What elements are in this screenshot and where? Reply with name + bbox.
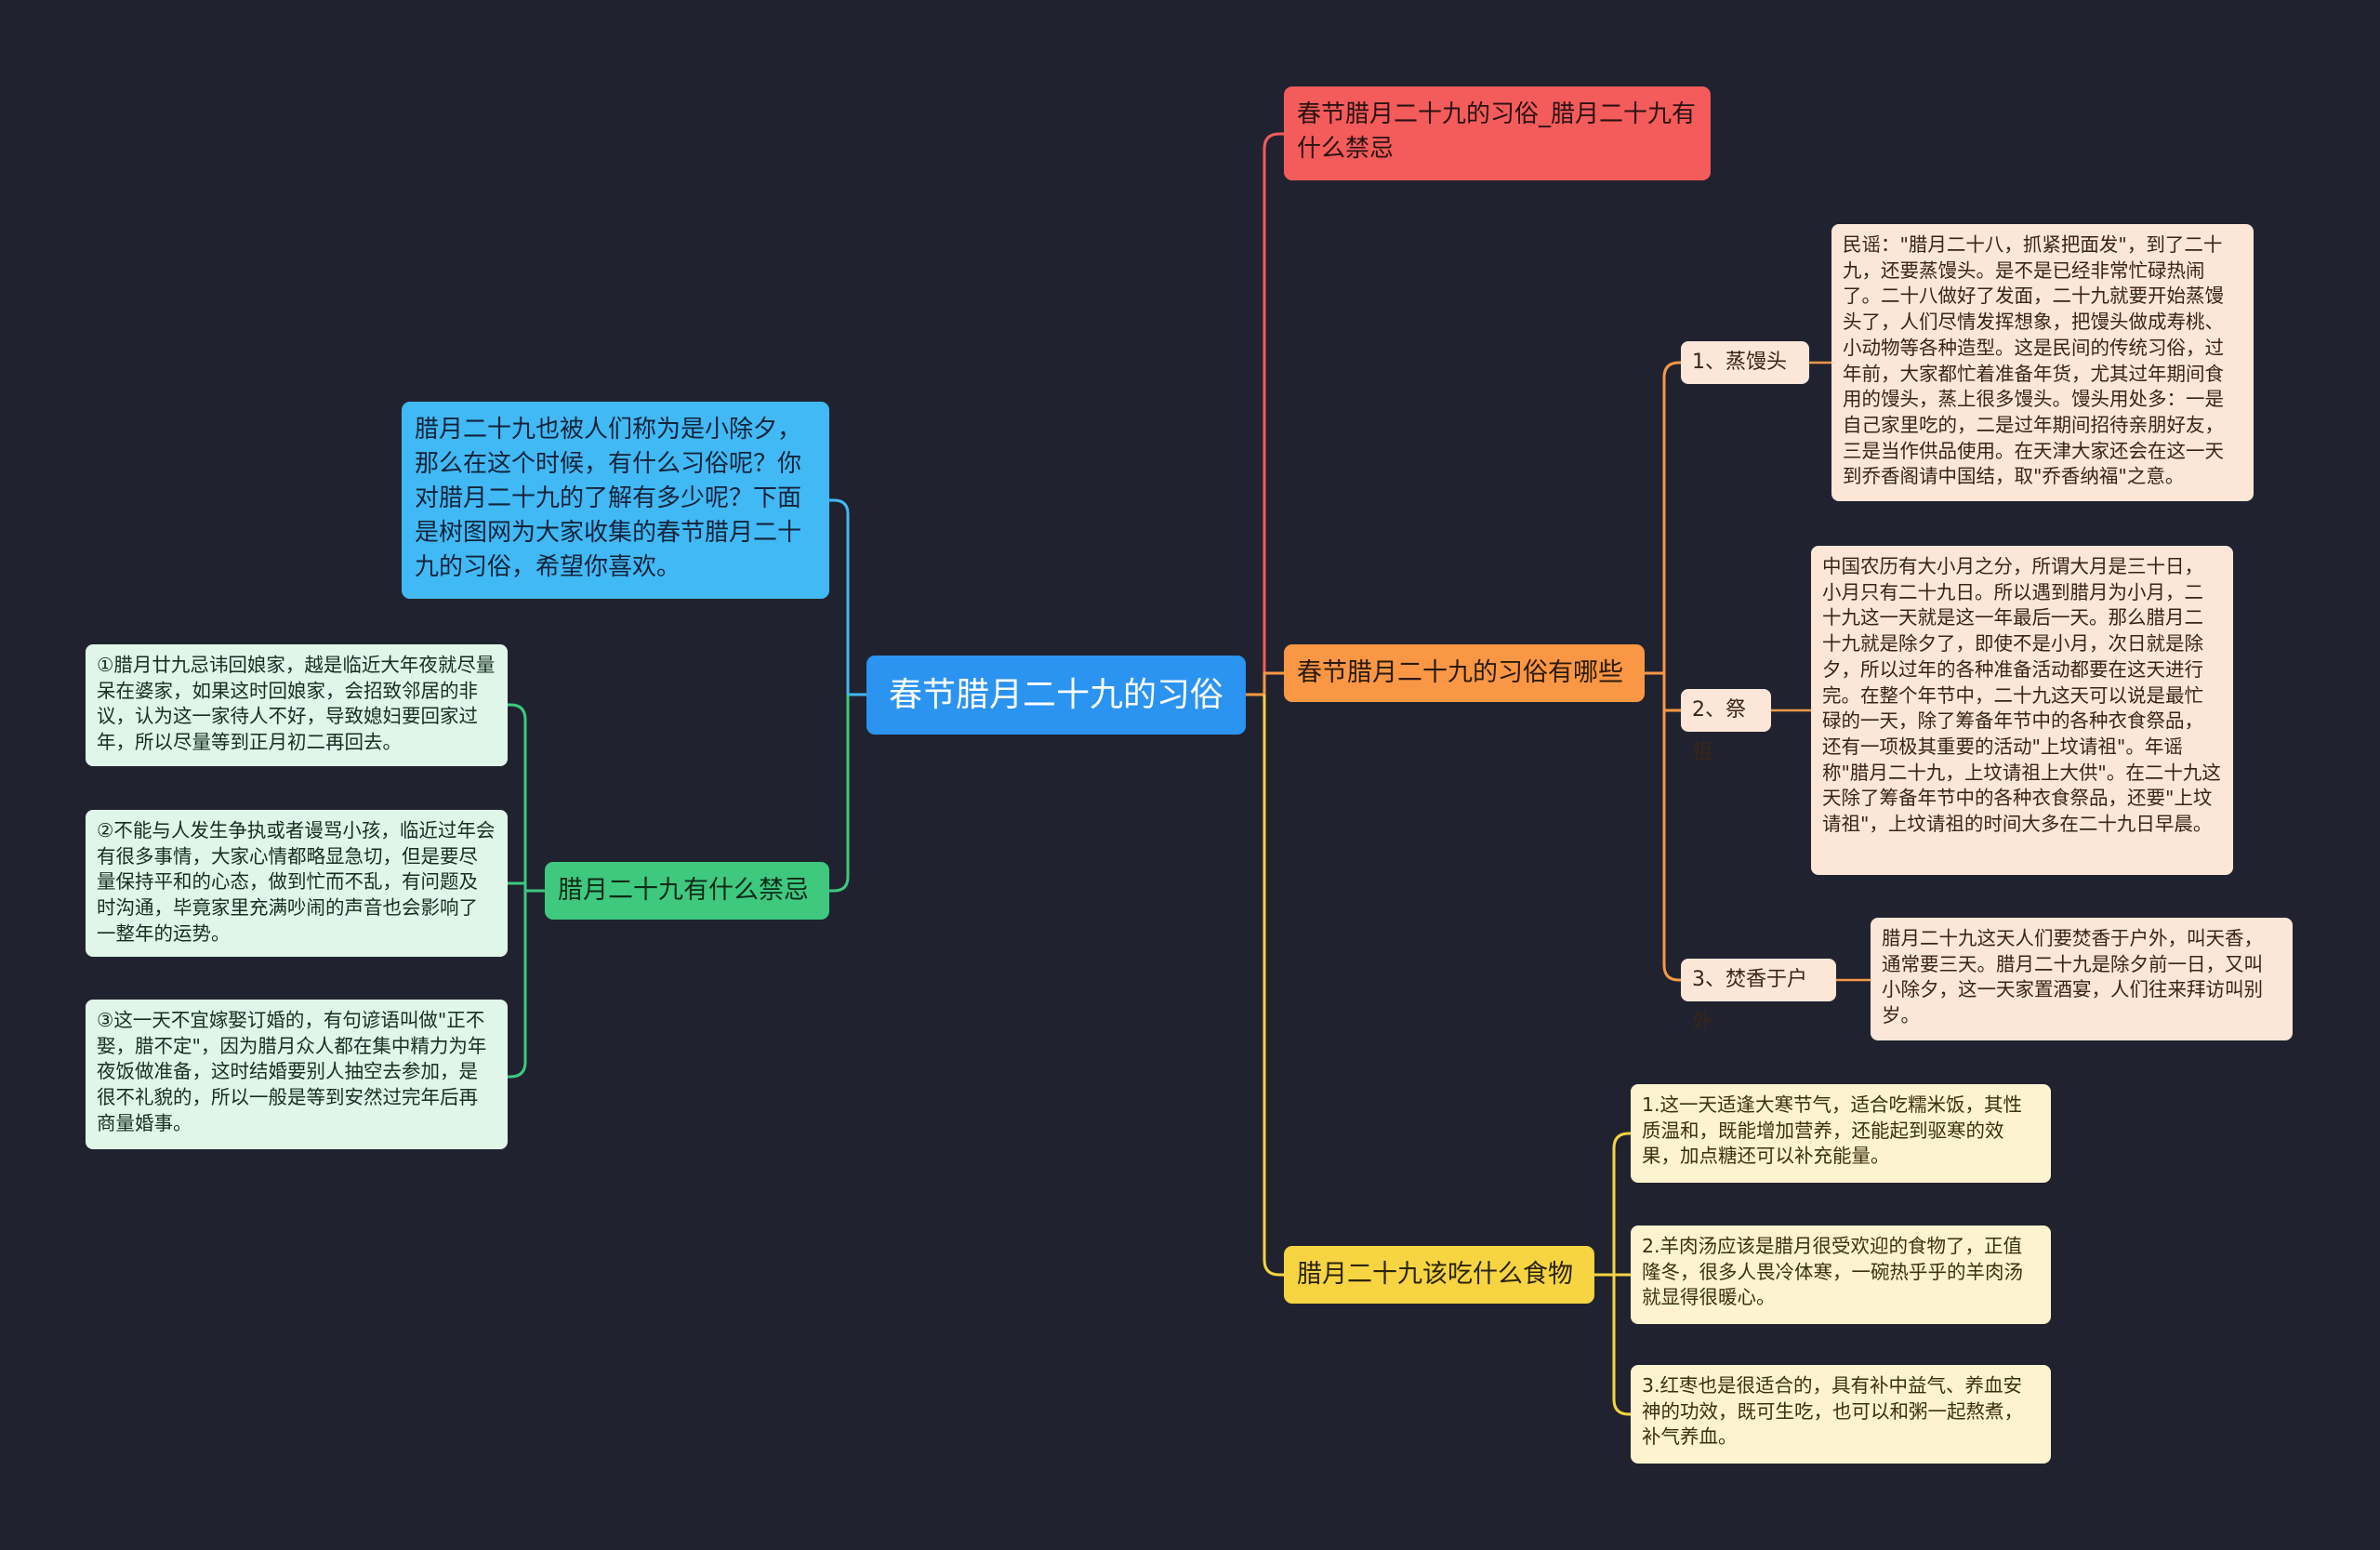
custom-detail-steamed-buns[interactable]: 民谣："腊月二十八，抓紧把面发"，到了二十九，还要蒸馒头。是不是已经非常忙碌热闹… [1831,224,2254,501]
custom-item-steamed-buns[interactable]: 1、蒸馒头 [1681,341,1809,384]
intro-topic[interactable]: 腊月二十九也被人们称为是小除夕，那么在这个时候，有什么习俗呢？你对腊月二十九的了… [402,402,829,599]
link-red [1263,132,1284,695]
food-item[interactable]: 3.红枣也是很适合的，具有补中益气、养血安神的功效，既可生吃，也可以和粥一起熬煮… [1631,1365,2051,1464]
taboo-item[interactable]: ②不能与人发生争执或者谩骂小孩，临近过年会有很多事情，大家心情都略显急切，但是要… [86,810,508,957]
link-taboo3 [508,891,527,1079]
branch-title-topic[interactable]: 春节腊月二十九的习俗_腊月二十九有什么禁忌 [1284,86,1711,180]
custom-item-incense[interactable]: 3、焚香于户外 [1681,959,1836,1034]
custom-detail-incense[interactable]: 腊月二十九这天人们要焚香于户外，叫天香，通常要三天。腊月二十九是除夕前一日，又叫… [1871,918,2293,1040]
link-intro [829,498,850,695]
taboo-item[interactable]: ①腊月廿九忌讳回娘家，越是临近大年夜就尽量呆在婆家，如果这时回娘家，会招致邻居的… [86,644,508,766]
branch-customs[interactable]: 春节腊月二十九的习俗有哪些 [1284,644,1645,702]
link-taboo2 [508,881,527,891]
link-orange [1263,671,1284,695]
link-green [829,695,850,893]
link-food3 [1612,1275,1631,1416]
branch-foods[interactable]: 腊月二十九该吃什么食物 [1284,1246,1594,1304]
custom-item-ancestor-worship[interactable]: 2、祭祖 [1681,689,1771,764]
link-orange-sub1 [1662,361,1681,673]
food-item[interactable]: 1.这一天适逢大寒节气，适合吃糯米饭，其性质温和，既能增加营养，还能起到驱寒的效… [1631,1084,2051,1183]
link-orange-sub3 [1662,673,1681,982]
food-item[interactable]: 2.羊肉汤应该是腊月很受欢迎的食物了，正值隆冬，很多人畏冷体寒，一碗热乎乎的羊肉… [1631,1225,2051,1324]
branch-taboos[interactable]: 腊月二十九有什么禁忌 [545,862,829,920]
link-yellow [1263,695,1284,1277]
taboo-item[interactable]: ③这一天不宜嫁娶订婚的，有句谚语叫做"正不娶，腊不定"，因为腊月众人都在集中精力… [86,1000,508,1149]
link-food1 [1612,1132,1631,1275]
custom-detail-ancestor-worship[interactable]: 中国农历有大小月之分，所谓大月是三十日，小月只有二十九日。所以遇到腊月为小月，二… [1811,546,2233,875]
link-taboo1 [508,703,527,891]
link-orange-sub2 [1662,673,1681,712]
root-topic[interactable]: 春节腊月二十九的习俗 [866,656,1246,735]
